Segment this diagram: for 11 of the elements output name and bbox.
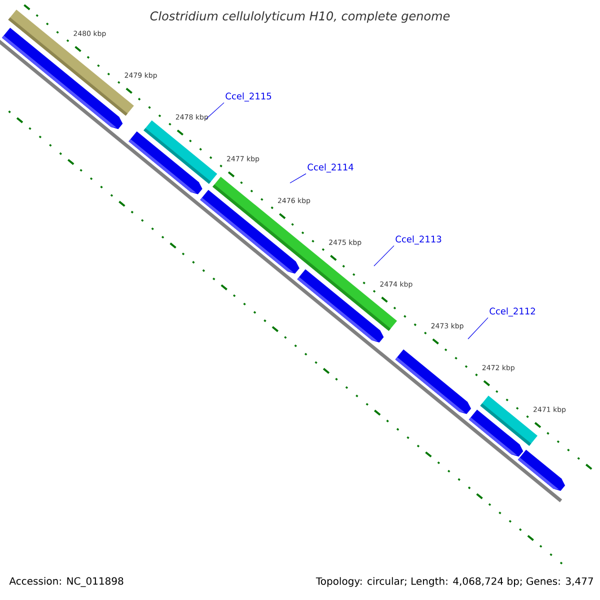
leader-line <box>206 102 224 120</box>
gene-label: Ccel_2115 <box>226 92 272 102</box>
footer-text: Topology: circular; Length: 4,068,724 bp; Genes: 3,477 <box>316 577 593 587</box>
gene-label: Ccel_2112 <box>490 308 535 316</box>
leader-line <box>468 317 488 340</box>
leader-line <box>290 173 306 184</box>
leader-line <box>374 245 394 266</box>
title: Clostridium cellulolyticum H10, complete genome <box>150 11 450 23</box>
gene-label: Ccel_2114 <box>308 164 354 172</box>
gene-label: Ccel_2113 <box>396 236 442 244</box>
footer-text: Accession: NC_011898 <box>9 577 124 587</box>
